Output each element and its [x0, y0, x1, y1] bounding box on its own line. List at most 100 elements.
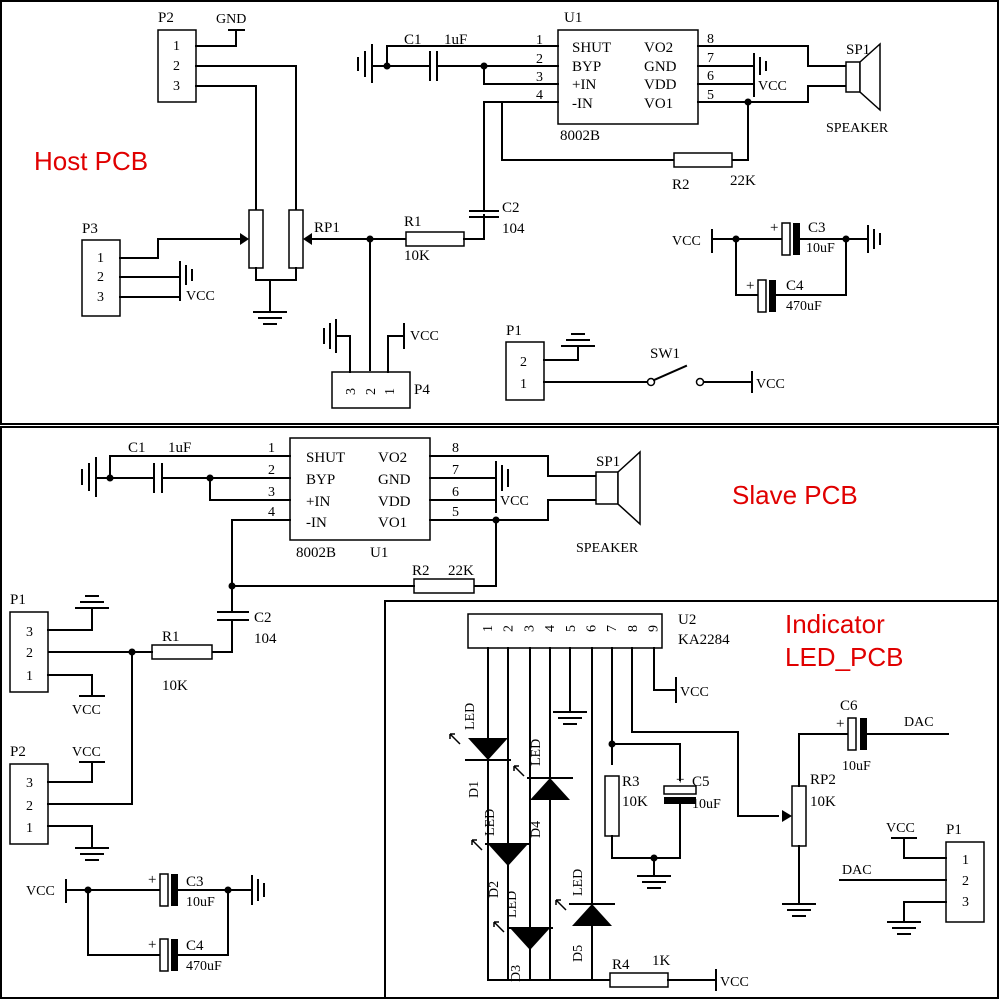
host-r2-ref: R2 — [672, 177, 690, 193]
host-u1-shut: SHUT — [572, 40, 611, 56]
host-c4-ref: C4 — [786, 278, 804, 294]
slave-r2-value: 22K — [448, 563, 474, 579]
slave-u1-vo2: VO2 — [378, 450, 407, 466]
rp2-ref: RP2 — [810, 772, 836, 788]
host-u1-pin: +IN — [572, 77, 596, 93]
host-c3-ref: C3 — [808, 220, 826, 236]
host-u1-pin8: 8 — [707, 32, 714, 47]
host-c4-plus: + — [746, 278, 754, 294]
host-sw1-vcc: VCC — [756, 377, 785, 392]
d1-led-label: LED — [463, 703, 478, 730]
slave-u1-pin7: 7 — [452, 463, 459, 478]
c6-dac: DAC — [904, 715, 934, 730]
u2-part: KA2284 — [678, 632, 730, 648]
host-u1-pin7: 7 — [707, 51, 714, 66]
host-rp1-pot-b — [288, 209, 304, 269]
d4-led-label: LED — [529, 739, 544, 766]
d1-diode — [468, 738, 508, 760]
c6-plus: + — [836, 716, 844, 732]
host-u1-pin3: 3 — [536, 70, 543, 85]
slave-u1-pin8: 8 — [452, 441, 459, 456]
host-sp1-ref: SP1 — [846, 42, 870, 58]
slave-u1-pin3: 3 — [268, 485, 275, 500]
d5-label: D5 — [571, 945, 586, 962]
d2-led-label: LED — [483, 809, 498, 836]
host-p4-vcc: VCC — [410, 329, 439, 344]
slave-u1-nin: -IN — [306, 515, 327, 531]
ind-p1-pin2: 2 — [962, 874, 969, 889]
u2-ref: U2 — [678, 612, 696, 628]
slave-r2 — [413, 578, 475, 594]
u2-pin-9: 9 — [647, 625, 662, 632]
host-c2-value: 104 — [502, 221, 525, 237]
slave-u1-vdd: VDD — [378, 494, 411, 510]
slave-p1-vcc: VCC — [72, 703, 101, 718]
c6-ref: C6 — [840, 698, 858, 714]
d4-label: D4 — [529, 821, 544, 838]
host-p3-vcc: VCC — [186, 289, 215, 304]
r4-ref: R4 — [612, 957, 630, 973]
slave-u1-vo1: VO1 — [378, 515, 407, 531]
d5-diode — [572, 904, 612, 926]
indicator-title: Indicator — [785, 609, 885, 639]
slave-u1-chip — [289, 437, 431, 541]
host-u1-vdd: VDD — [644, 77, 677, 93]
slave-c3-value: 10uF — [186, 895, 215, 910]
host-pcb-title: Host PCB — [34, 146, 148, 176]
host-u1-vo1: VO1 — [644, 96, 673, 112]
slave-p1-label: P1 — [10, 592, 26, 608]
host-p4-pin3: 3 — [344, 388, 359, 395]
rp2-pot — [791, 785, 807, 847]
slave-u1-pin4: 4 — [268, 505, 275, 520]
ind-p1-label: P1 — [946, 822, 962, 838]
slave-u1-shut: SHUT — [306, 450, 345, 466]
d3-label: D3 — [509, 965, 524, 982]
slave-p1-pin3: 3 — [26, 625, 33, 640]
c5-ref: C5 — [692, 774, 710, 790]
slave-u1-pin2: 2 — [268, 463, 275, 478]
host-p4-connector — [331, 371, 411, 409]
u2-pin-4: 4 — [543, 625, 558, 632]
host-c3-vcc: VCC — [672, 234, 701, 249]
u2-pin-6: 6 — [585, 625, 600, 632]
host-p1-pin2: 2 — [520, 355, 527, 370]
d2-label: D2 — [487, 881, 502, 898]
host-u1-ref: U1 — [564, 10, 582, 26]
u2-pin-2: 2 — [502, 625, 517, 632]
host-sp1-label: SPEAKER — [826, 121, 889, 136]
ind-p1-dac: DAC — [842, 863, 872, 878]
indicator-frame — [384, 600, 998, 998]
host-rp1-label: RP1 — [314, 220, 340, 236]
slave-r1-ref: R1 — [162, 629, 180, 645]
slave-p1-connector — [9, 611, 49, 693]
slave-u1-pin: +IN — [306, 494, 330, 510]
host-p3-pin3: 3 — [97, 290, 104, 305]
host-p4-pin2: 2 — [364, 388, 379, 395]
host-r2 — [673, 152, 733, 168]
host-u1-chip — [557, 29, 699, 125]
d1-label: D1 — [467, 781, 482, 798]
host-u1-pin6: 6 — [707, 69, 714, 84]
slave-p1-pin1: 1 — [26, 669, 33, 684]
host-u1-part: 8002B — [560, 128, 600, 144]
slave-u1-part: 8002B — [296, 545, 336, 561]
r4-resistor — [609, 972, 669, 988]
d4-diode — [530, 778, 570, 800]
d5-led-label: LED — [571, 869, 586, 896]
host-u1-pin4: 4 — [536, 88, 543, 103]
u2-pin-1: 1 — [481, 625, 496, 632]
slave-c4-value: 470uF — [186, 959, 222, 974]
slave-pcb: C1 1uF 8002B U1 1 2 3 4 SHUT BYP +IN -IN… — [9, 437, 641, 974]
slave-p2-pin1: 1 — [26, 821, 33, 836]
slave-r1-value: 10K — [162, 678, 188, 694]
host-u1-byp: BYP — [572, 59, 601, 75]
d2-diode — [488, 844, 528, 866]
c5-value: 10uF — [692, 797, 721, 812]
ind-p1-vcc: VCC — [886, 821, 915, 836]
r3-value: 10K — [622, 794, 648, 810]
host-p1-connector — [505, 341, 545, 401]
